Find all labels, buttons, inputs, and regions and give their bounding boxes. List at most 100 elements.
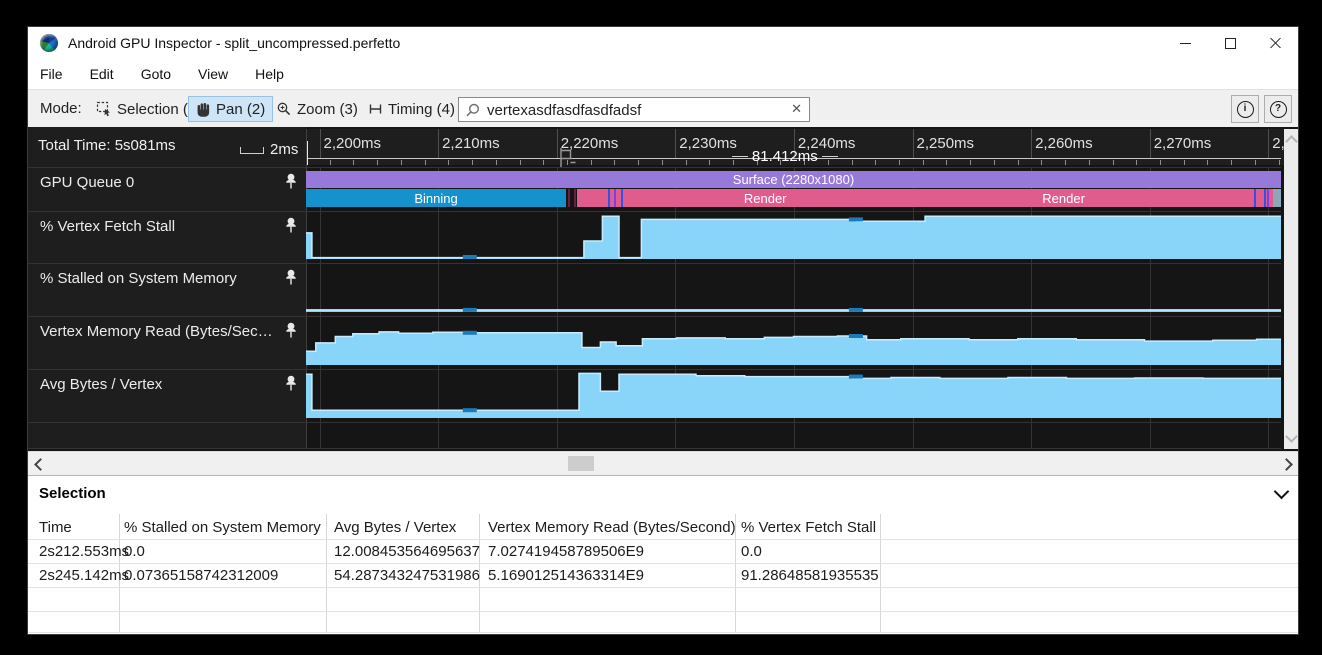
info-button[interactable]: i [1231, 95, 1259, 123]
menu-item-help[interactable]: Help [255, 66, 284, 82]
scroll-up-icon[interactable] [1285, 135, 1298, 148]
counter-track[interactable] [306, 211, 1281, 263]
ruler-minor-tick [424, 160, 426, 165]
ruler-minor-tick [614, 160, 616, 165]
track-separator [28, 316, 1281, 317]
slice-boundary-tick [568, 189, 570, 207]
ruler-minor-tick [1231, 160, 1233, 165]
ruler-minor-tick [685, 160, 687, 165]
table-cell[interactable]: 91.28648581935535 [741, 567, 879, 584]
gridline [438, 167, 440, 449]
menu-item-goto[interactable]: Goto [140, 66, 172, 82]
selected-sample-tick [462, 330, 477, 335]
mode-zoom-button[interactable]: Zoom (3) [268, 96, 366, 122]
pin-icon[interactable] [283, 217, 299, 234]
track-separator [28, 369, 1281, 370]
track-row-vertex-memory-read[interactable]: Vertex Memory Read (Bytes/Second) [28, 316, 1298, 369]
table-cell[interactable]: 7.027419458789506E9 [488, 543, 644, 560]
table-cell[interactable]: 12.008453564695637 [334, 543, 480, 560]
gridline [912, 167, 914, 449]
track-row-vertex-fetch-stall[interactable]: % Vertex Fetch Stall [28, 211, 1298, 263]
mode-selection-button[interactable]: Selection (1) [88, 96, 209, 122]
minimize-button[interactable] [1163, 27, 1208, 59]
table-cell[interactable]: 5.169012514363314E9 [488, 567, 644, 584]
ruler-minor-tick [851, 160, 853, 165]
render-slice[interactable] [577, 189, 1274, 207]
search-clear-icon[interactable]: ✕ [791, 101, 802, 116]
table-cell[interactable]: 2s245.142ms [39, 567, 130, 584]
ruler-minor-tick [590, 160, 592, 165]
ruler-tick-label: 2,260ms [1035, 135, 1093, 152]
table-cell[interactable]: 0.0 [741, 543, 762, 560]
gridline [319, 167, 321, 449]
measure-dash-left [731, 156, 748, 157]
help-button[interactable]: ? [1264, 95, 1292, 123]
menu-item-edit[interactable]: Edit [89, 66, 114, 82]
pin-icon[interactable] [283, 322, 299, 339]
scroll-right-icon[interactable] [1280, 458, 1293, 471]
ruler-tick-label: 2,250ms [916, 135, 975, 152]
title-bar[interactable]: Android GPU Inspector - split_uncompress… [28, 27, 1298, 59]
scroll-down-icon[interactable] [1285, 430, 1298, 443]
track-row-avg-bytes-vertex[interactable]: Avg Bytes / Vertex [28, 369, 1298, 422]
table-cell[interactable]: 2s212.553ms [39, 543, 130, 560]
ruler-baseline [306, 158, 1281, 159]
mode-pan-button[interactable]: Pan (2) [188, 96, 274, 122]
menu-item-file[interactable]: File [40, 66, 63, 82]
track-row-stalled-system-memory[interactable]: % Stalled on System Memory [28, 263, 1298, 316]
mode-timing-button[interactable]: Timing (4) [360, 96, 463, 122]
ruler-minor-tick [827, 160, 829, 165]
counter-area-chart [306, 307, 1281, 312]
row-separator [28, 632, 1298, 633]
table-cell[interactable]: 54.287343247531986 [334, 567, 480, 584]
mode-label: Mode: [40, 100, 82, 117]
ruler-minor-tick [922, 160, 924, 165]
selected-sample-tick [848, 374, 863, 379]
ruler-tick-label: 2,230ms [679, 135, 737, 152]
slice-boundary-tick [1267, 189, 1269, 207]
table-cell[interactable]: 0.07365158742312009 [124, 567, 279, 584]
close-button[interactable] [1253, 27, 1298, 59]
column-separator [880, 514, 881, 632]
selection-panel: Selection Time% Stalled on System Memory… [28, 475, 1298, 634]
column-header: Vertex Memory Read (Bytes/Second) [488, 519, 736, 536]
scrollbar-thumb[interactable] [568, 456, 594, 471]
timeline-ruler[interactable] [28, 129, 1298, 165]
ruler-major-tick [556, 129, 558, 158]
ruler-minor-tick [804, 160, 806, 165]
ruler-minor-tick [472, 160, 473, 165]
menu-item-view[interactable]: View [198, 66, 229, 82]
surface-slice[interactable]: Surface (2280x1080) [306, 171, 1281, 188]
pin-icon[interactable] [283, 173, 299, 190]
search-input[interactable] [485, 99, 784, 122]
scroll-left-icon[interactable] [34, 458, 47, 471]
counter-track[interactable] [306, 263, 1281, 316]
ruler-minor-tick [448, 160, 450, 165]
ruler-minor-tick [993, 160, 995, 165]
ruler-minor-tick [780, 160, 782, 165]
counter-track[interactable] [306, 316, 1281, 369]
ruler-major-tick [319, 129, 321, 158]
row-separator [28, 611, 1298, 612]
search-icon [466, 103, 480, 117]
pin-icon[interactable] [283, 375, 299, 392]
pin-icon[interactable] [283, 269, 299, 286]
vertical-scrollbar[interactable] [1284, 129, 1298, 449]
maximize-button[interactable] [1208, 27, 1253, 59]
measure-dash-right [821, 156, 838, 157]
horizontal-scrollbar[interactable] [28, 451, 1298, 475]
end-slice[interactable] [1273, 189, 1281, 207]
scale-indicator: 2ms [240, 139, 298, 157]
ruler-minor-tick [1278, 160, 1280, 165]
table-cell[interactable]: 0.0 [124, 543, 145, 560]
ruler-major-tick [438, 129, 440, 158]
binning-slice[interactable]: Binning [306, 189, 566, 207]
counter-track[interactable] [306, 369, 1281, 422]
ruler-minor-tick [519, 160, 521, 165]
